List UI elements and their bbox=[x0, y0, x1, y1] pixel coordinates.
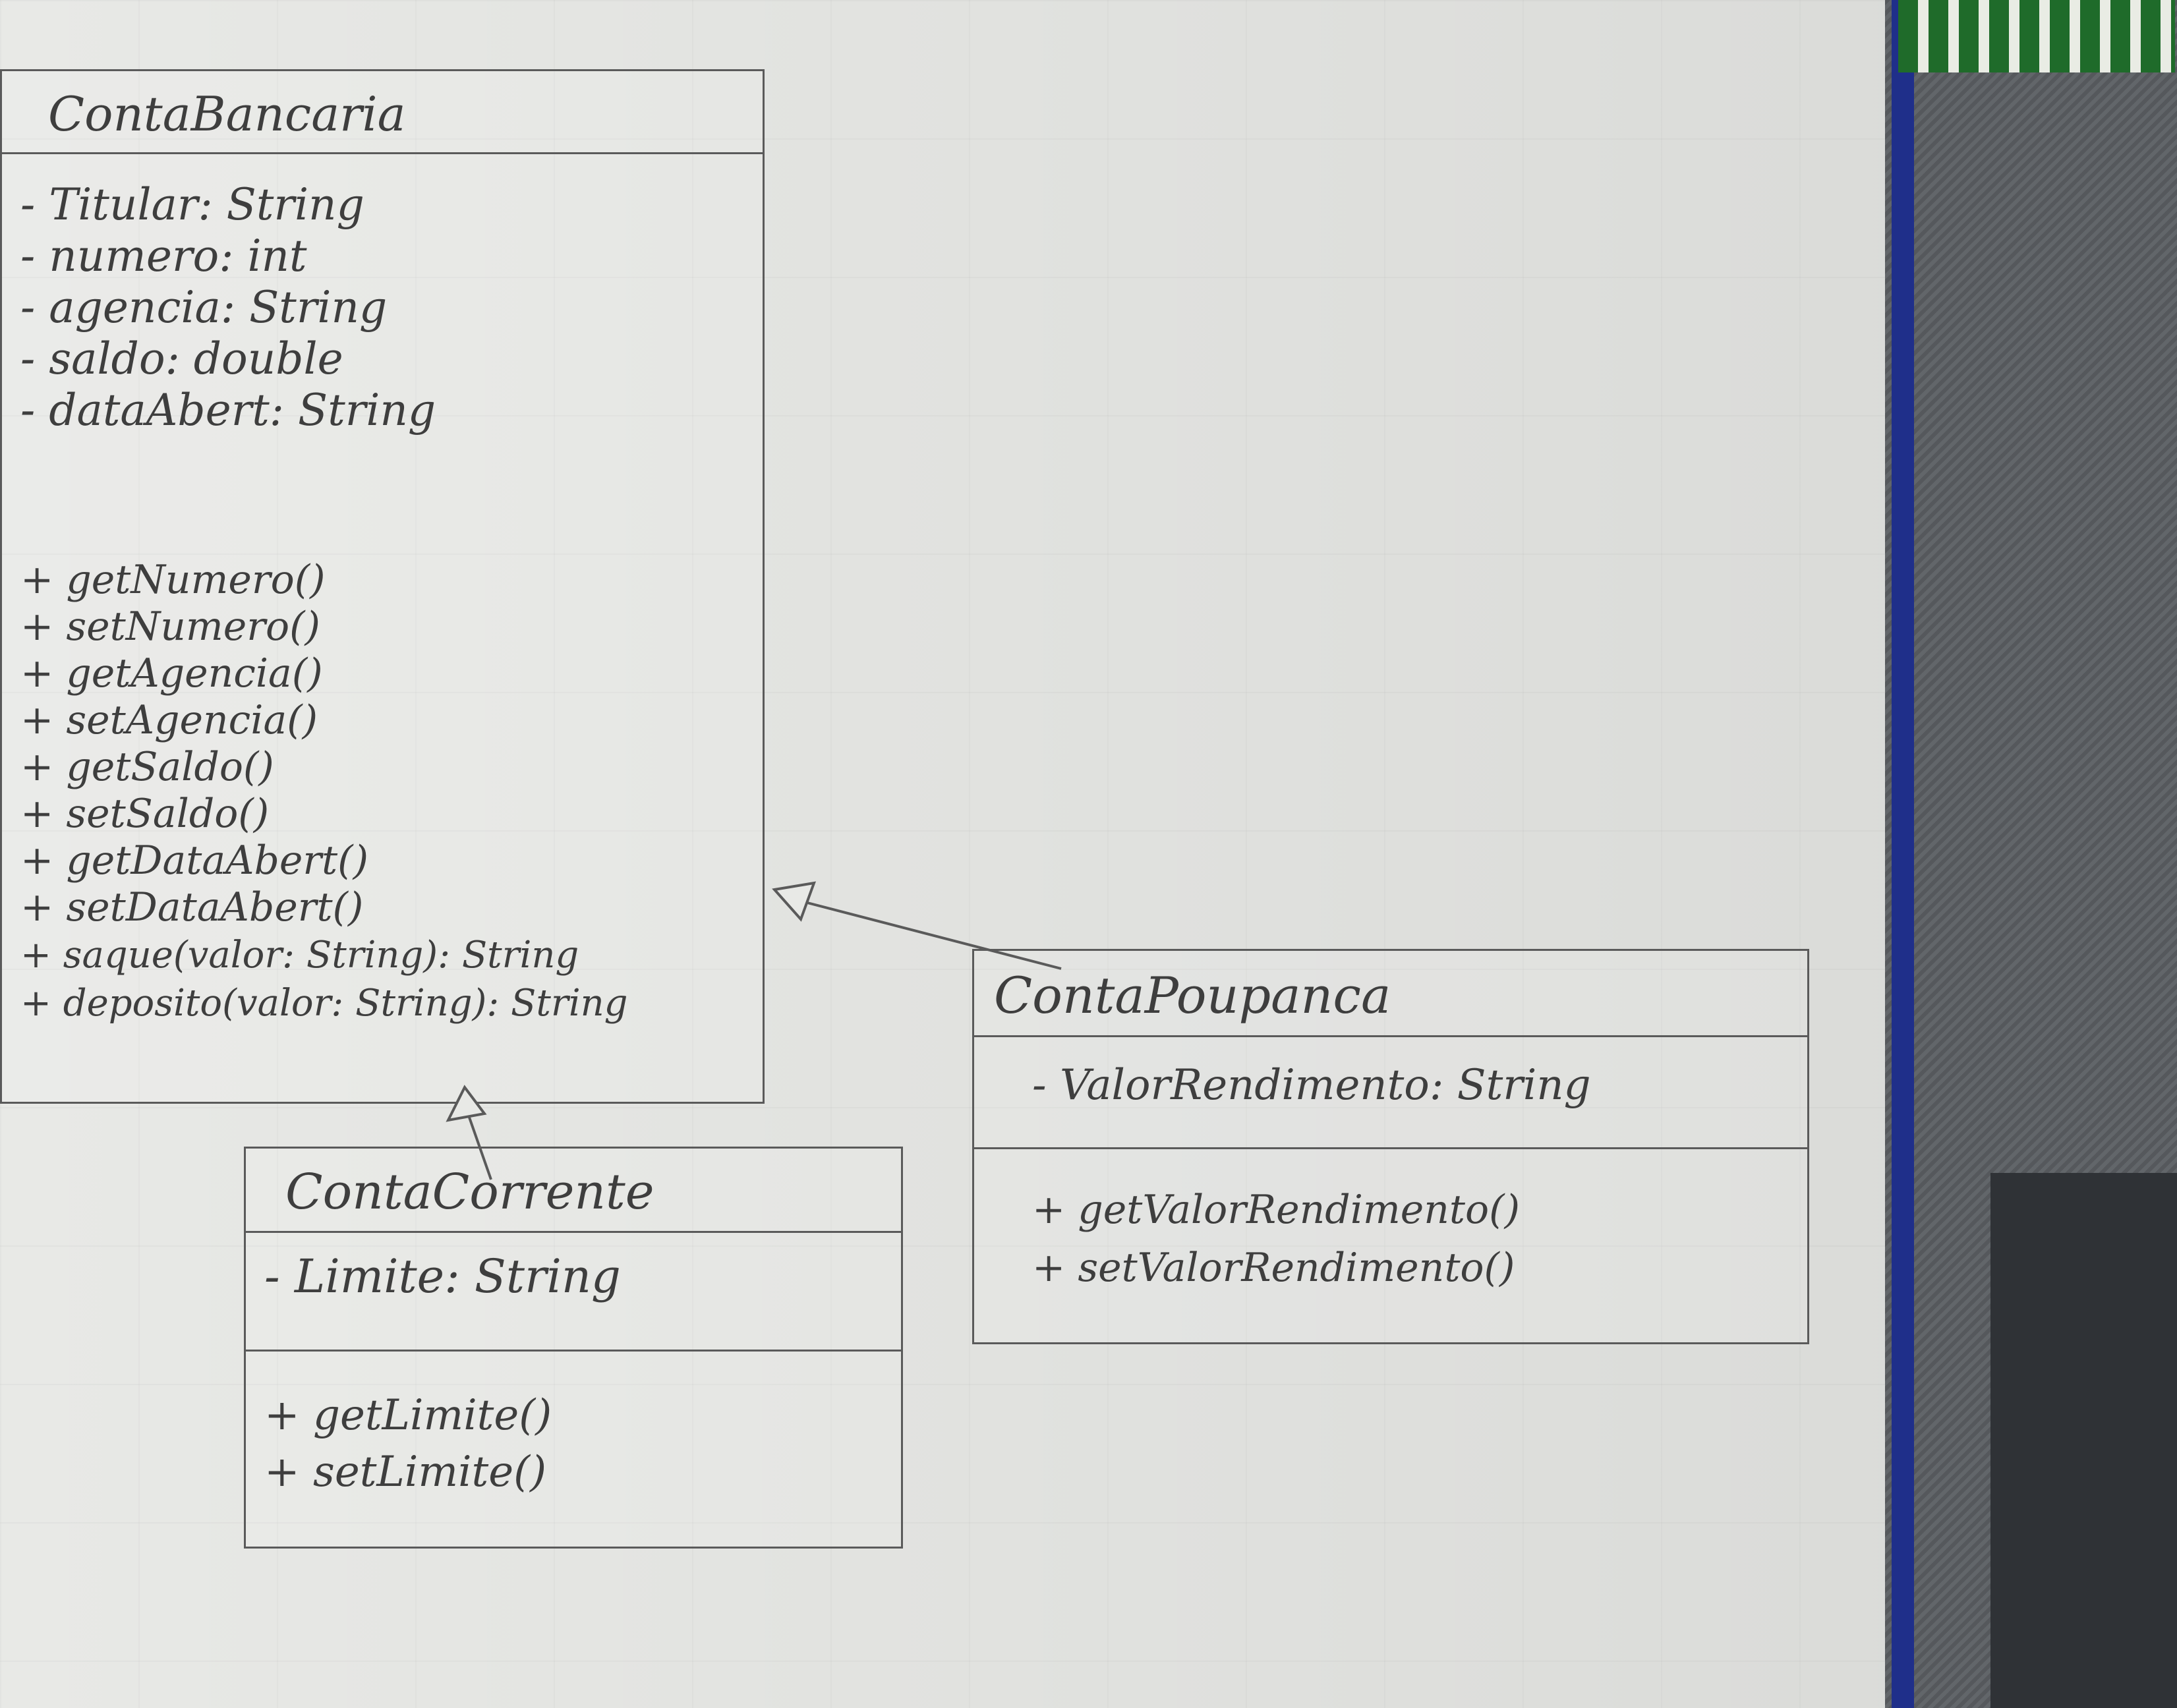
operation: + setAgencia() bbox=[20, 697, 318, 744]
attributes-section: - Limite: String bbox=[246, 1231, 901, 1350]
operation: + getDataAbert() bbox=[20, 838, 368, 884]
operation: + deposito(valor: String): String bbox=[20, 982, 628, 1025]
attribute: - Titular: String bbox=[20, 179, 364, 231]
operation: + setDataAbert() bbox=[20, 884, 364, 931]
operation: + getValorRendimento() bbox=[1032, 1186, 1520, 1233]
attribute: - Limite: String bbox=[264, 1249, 621, 1304]
attributes-section: - ValorRendimento: String bbox=[974, 1035, 1807, 1147]
operations-section: + getLimite() + setLimite() bbox=[246, 1350, 901, 1512]
class-name: ContaCorrente bbox=[285, 1164, 654, 1220]
class-name: ContaPoupanca bbox=[994, 966, 1391, 1025]
green-corner-object bbox=[1898, 0, 2175, 72]
operation: + setNumero() bbox=[20, 604, 320, 650]
attribute: - dataAbert: String bbox=[20, 385, 436, 436]
operations-section: + getValorRendimento() + setValorRendime… bbox=[974, 1147, 1807, 1309]
operation: + setValorRendimento() bbox=[1032, 1244, 1515, 1291]
attribute: - agencia: String bbox=[20, 282, 388, 333]
operation: + setLimite() bbox=[264, 1448, 547, 1497]
binder-edge bbox=[1892, 0, 1914, 1708]
operation: + getSaldo() bbox=[20, 744, 274, 791]
operations-section: + getNumero() + setNumero() + getAgencia… bbox=[2, 534, 763, 1039]
operation: + getNumero() bbox=[20, 557, 326, 604]
attribute: - saldo: double bbox=[20, 333, 343, 385]
attributes-section: - Titular: String - numero: int - agenci… bbox=[2, 152, 763, 534]
attribute: - ValorRendimento: String bbox=[1032, 1060, 1591, 1110]
class-name: ContaBancaria bbox=[48, 86, 406, 142]
background-fabric-dark bbox=[1990, 1173, 2177, 1708]
paper-grid bbox=[0, 0, 1898, 1708]
class-box-contacorrente: ContaCorrente - Limite: String + getLimi… bbox=[244, 1147, 903, 1549]
class-box-contapoupanca: ContaPoupanca - ValorRendimento: String … bbox=[972, 949, 1809, 1344]
operation: + saque(valor: String): String bbox=[20, 934, 579, 977]
operation: + getLimite() bbox=[264, 1391, 552, 1440]
paper-sheet bbox=[0, 0, 1898, 1708]
operation: + getAgencia() bbox=[20, 650, 323, 697]
attribute: - numero: int bbox=[20, 231, 307, 282]
operation: + setSaldo() bbox=[20, 791, 270, 838]
class-box-contabancaria: ContaBancaria - Titular: String - numero… bbox=[0, 69, 765, 1104]
